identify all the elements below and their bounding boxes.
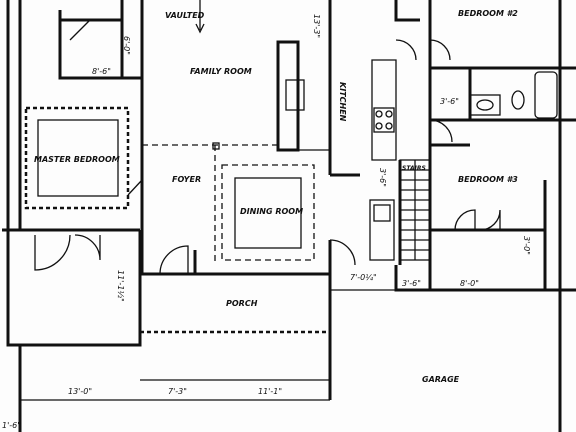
column bbox=[212, 142, 220, 150]
dim-bed3-closet: 3'-0" bbox=[522, 236, 531, 255]
door-swings bbox=[34, 19, 501, 275]
fireplace bbox=[276, 40, 330, 152]
label-family-room: FAMILY ROOM bbox=[190, 67, 252, 76]
label-dining-room: DINING ROOM bbox=[240, 207, 303, 216]
dining-tray-inner bbox=[234, 177, 302, 249]
dim-closet-width: 8'-6" bbox=[92, 67, 111, 76]
dim-bath-width: 3'-6" bbox=[440, 97, 459, 106]
label-bedroom-3: BEDROOM #3 bbox=[458, 175, 518, 184]
dim-front-left: 13'-0" bbox=[68, 387, 92, 396]
stairs-treads bbox=[399, 159, 431, 261]
dim-master-closet: 11'-1½" bbox=[116, 270, 125, 302]
master-tray-outer bbox=[24, 106, 130, 210]
dim-front-right: 11'-1" bbox=[258, 387, 282, 396]
dim-family-depth: 13'-3" bbox=[312, 14, 321, 38]
dim-garage-side: 8'-0" bbox=[460, 279, 479, 288]
dining-tray-outer bbox=[221, 164, 315, 261]
vault-arrowhead bbox=[195, 23, 205, 34]
kitchen-counters bbox=[369, 59, 397, 261]
dim-closet-depth: 6'-0" bbox=[122, 36, 131, 55]
dim-stair-landing: 3'-6" bbox=[402, 279, 421, 288]
label-vaulted: VAULTED bbox=[165, 11, 205, 20]
label-bedroom-2: BEDROOM #2 bbox=[458, 9, 518, 18]
label-stairs: STAIRS bbox=[402, 165, 426, 172]
master-tray-inner bbox=[37, 119, 119, 197]
label-garage: GARAGE bbox=[422, 375, 460, 384]
label-kitchen: KITCHEN bbox=[338, 82, 347, 122]
dim-bottom-left: 1'-6" bbox=[2, 421, 21, 430]
bath-fixtures bbox=[469, 71, 558, 119]
dim-front-mid: 7'-3" bbox=[168, 387, 187, 396]
dim-garage-offset: 7'-0¼" bbox=[350, 273, 377, 282]
dim-pantry: 3'-6" bbox=[378, 168, 387, 187]
label-master-bedroom: MASTER BEDROOM bbox=[34, 155, 120, 164]
label-foyer: FOYER bbox=[172, 175, 201, 184]
label-porch: PORCH bbox=[226, 299, 258, 308]
